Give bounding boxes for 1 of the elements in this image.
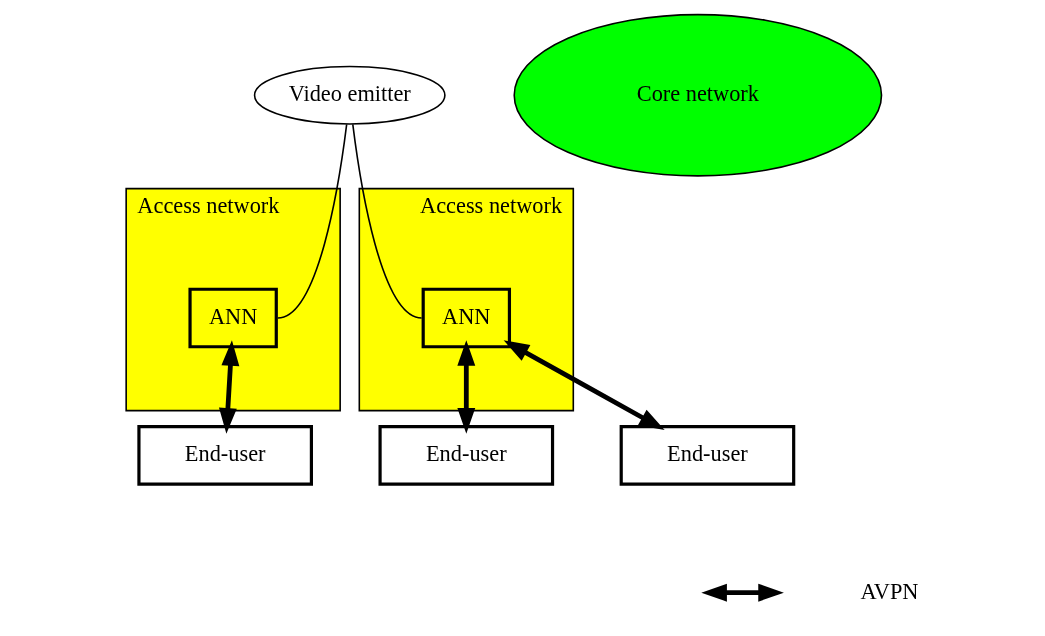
legend-label: AVPN	[860, 578, 918, 604]
